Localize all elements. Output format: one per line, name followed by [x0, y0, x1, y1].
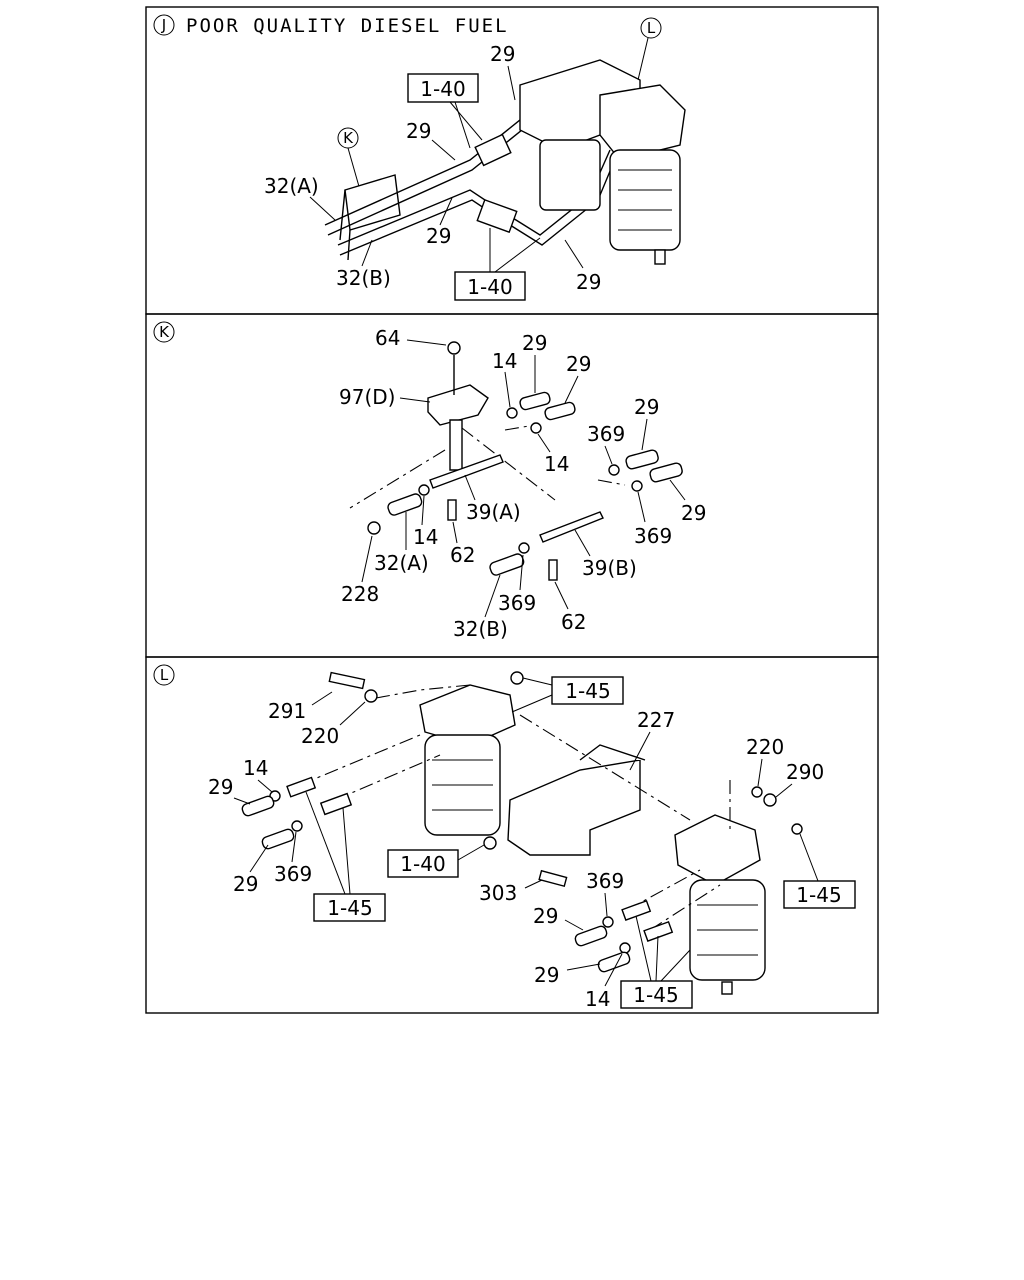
callout-k-32b: 32(B)	[453, 617, 508, 641]
callout-k-369-c: 369	[498, 591, 536, 615]
callout-l-29-a: 29	[208, 775, 233, 799]
ref-box-j-1	[407, 73, 479, 103]
view-marker-k: K	[343, 129, 354, 147]
callout-l-14-a: 14	[243, 756, 268, 780]
ref-box-l-4	[783, 880, 856, 909]
callout-l-227: 227	[637, 708, 675, 732]
callout-k-228: 228	[341, 582, 379, 606]
callout-j-32a: 32(A)	[264, 174, 319, 198]
callout-l-369-a: 369	[274, 862, 312, 886]
callout-j-29-right: 29	[576, 270, 601, 294]
callout-k-62-b: 62	[561, 610, 586, 634]
callout-k-29-b: 29	[566, 352, 591, 376]
callout-l-290: 290	[786, 760, 824, 784]
callout-k-64: 64	[375, 326, 400, 350]
panel-j: J POOR QUALITY DIESEL FUEL K L	[145, 6, 879, 315]
panel-k-marker-circle	[153, 321, 175, 343]
callout-k-14-a: 14	[492, 349, 517, 373]
ref-l-1: 1-45	[565, 679, 610, 703]
callout-l-291: 291	[268, 699, 306, 723]
panel-k-marker: K	[159, 323, 170, 341]
callout-k-97d: 97(D)	[339, 385, 395, 409]
panel-l: L	[145, 656, 879, 1014]
callout-k-39b: 39(B)	[582, 556, 637, 580]
panel-j-title: POOR QUALITY DIESEL FUEL	[186, 15, 509, 37]
callout-k-29-d: 29	[681, 501, 706, 525]
callout-l-14-b: 14	[585, 987, 610, 1011]
panel-l-frame	[145, 656, 879, 1014]
panel-l-marker: L	[160, 666, 169, 684]
callout-k-14-b: 14	[544, 452, 569, 476]
callout-k-14-c: 14	[413, 525, 438, 549]
panel-k-parts	[349, 341, 683, 581]
ref-l-3: 1-40	[400, 852, 445, 876]
view-marker-l: L	[647, 19, 656, 37]
ref-j-2: 1-40	[467, 275, 512, 299]
panel-j-marker-circle	[153, 14, 175, 36]
callout-k-369-b: 369	[634, 524, 672, 548]
callout-k-29-a: 29	[522, 331, 547, 355]
callout-l-29-d: 29	[534, 963, 559, 987]
callout-j-32b: 32(B)	[336, 266, 391, 290]
callout-l-303: 303	[479, 881, 517, 905]
callout-l-220-a: 220	[301, 724, 339, 748]
ref-j-1: 1-40	[420, 77, 465, 101]
callout-k-29-c: 29	[634, 395, 659, 419]
panel-j-assembly	[324, 59, 686, 265]
callout-k-369-a: 369	[587, 422, 625, 446]
callout-j-29-lower: 29	[426, 224, 451, 248]
ref-l-5: 1-45	[633, 983, 678, 1007]
callout-k-39a: 39(A)	[466, 500, 521, 524]
callout-l-29-c: 29	[533, 904, 558, 928]
panel-k: K	[145, 313, 879, 658]
callout-k-32a: 32(A)	[374, 551, 429, 575]
callout-j-29-top: 29	[490, 42, 515, 66]
view-marker-l-circle	[640, 17, 662, 39]
callout-j-29-mid: 29	[406, 119, 431, 143]
ref-l-2: 1-45	[327, 896, 372, 920]
ref-box-l-3	[387, 849, 459, 878]
callout-l-29-b: 29	[233, 872, 258, 896]
panel-l-parts	[241, 671, 803, 995]
callout-l-220-b: 220	[746, 735, 784, 759]
ref-l-4: 1-45	[796, 883, 841, 907]
callout-l-369-b: 369	[586, 869, 624, 893]
panel-j-marker: J	[161, 16, 166, 34]
panel-l-marker-circle	[153, 664, 175, 686]
callout-k-62-a: 62	[450, 543, 475, 567]
ref-box-l-1	[551, 676, 624, 705]
